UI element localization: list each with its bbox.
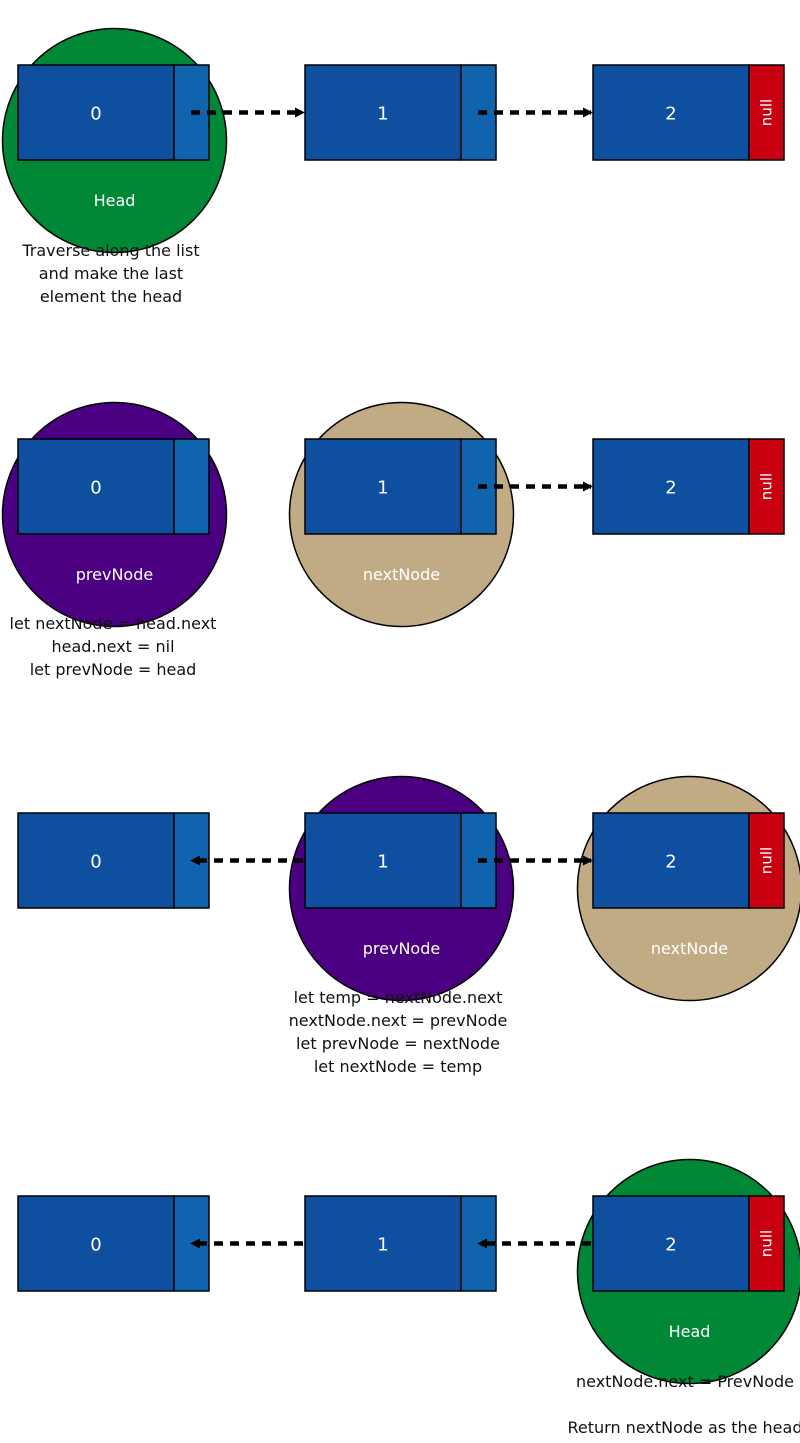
null-pointer-cell [748, 438, 785, 535]
caption-line: Traverse along the list [21, 241, 199, 260]
next-pointer-cell [173, 438, 210, 535]
node-value: 0 [90, 1235, 101, 1256]
node-value: 1 [377, 1235, 388, 1256]
circle-label-prevnode: prevNode [76, 565, 153, 584]
caption-line: element the head [40, 287, 182, 306]
null-pointer-cell [748, 64, 785, 161]
caption-line: let prevNode = nextNode [296, 1034, 500, 1053]
caption-line: let nextNode = temp [314, 1057, 482, 1076]
caption-line: and make the last [39, 264, 183, 283]
node-body [592, 438, 750, 535]
null-label: null [758, 847, 776, 874]
node-value: 2 [665, 104, 676, 125]
node-value: 0 [90, 478, 101, 499]
caption-line: nextNode.next = PrevNode [576, 1372, 794, 1391]
node-body [17, 1195, 175, 1292]
node-body [17, 64, 175, 161]
node-value: 1 [377, 104, 388, 125]
circle-label-head: Head [669, 1322, 711, 1341]
caption-line: head.next = nil [51, 637, 174, 656]
caption-line: let nextNode = head.next [10, 614, 217, 633]
node-body [592, 64, 750, 161]
node-value: 0 [90, 104, 101, 125]
node-body [304, 438, 462, 535]
node-value: 2 [665, 478, 676, 499]
node-body [592, 812, 750, 909]
circle-label-nextnode: nextNode [363, 565, 440, 584]
node-value: 2 [665, 852, 676, 873]
node-value: 0 [90, 852, 101, 873]
caption-line: nextNode.next = prevNode [289, 1011, 508, 1030]
circle-label-prevnode: prevNode [363, 939, 440, 958]
node-body [304, 64, 462, 161]
null-pointer-cell [748, 1195, 785, 1292]
circle-label-nextnode: nextNode [651, 939, 728, 958]
circle-label-head: Head [94, 191, 136, 210]
caption-line: let temp = nextNode.next [294, 988, 503, 1007]
null-label: null [758, 1230, 776, 1257]
node-value: 1 [377, 478, 388, 499]
node-value: 1 [377, 852, 388, 873]
node-value: 2 [665, 1235, 676, 1256]
null-label: null [758, 473, 776, 500]
null-label: null [758, 99, 776, 126]
node-body [17, 812, 175, 909]
caption-line: Return nextNode as the head [568, 1418, 800, 1437]
null-pointer-cell [748, 812, 785, 909]
caption-line: let prevNode = head [30, 660, 197, 679]
node-body [304, 812, 462, 909]
next-pointer-cell [460, 64, 497, 161]
